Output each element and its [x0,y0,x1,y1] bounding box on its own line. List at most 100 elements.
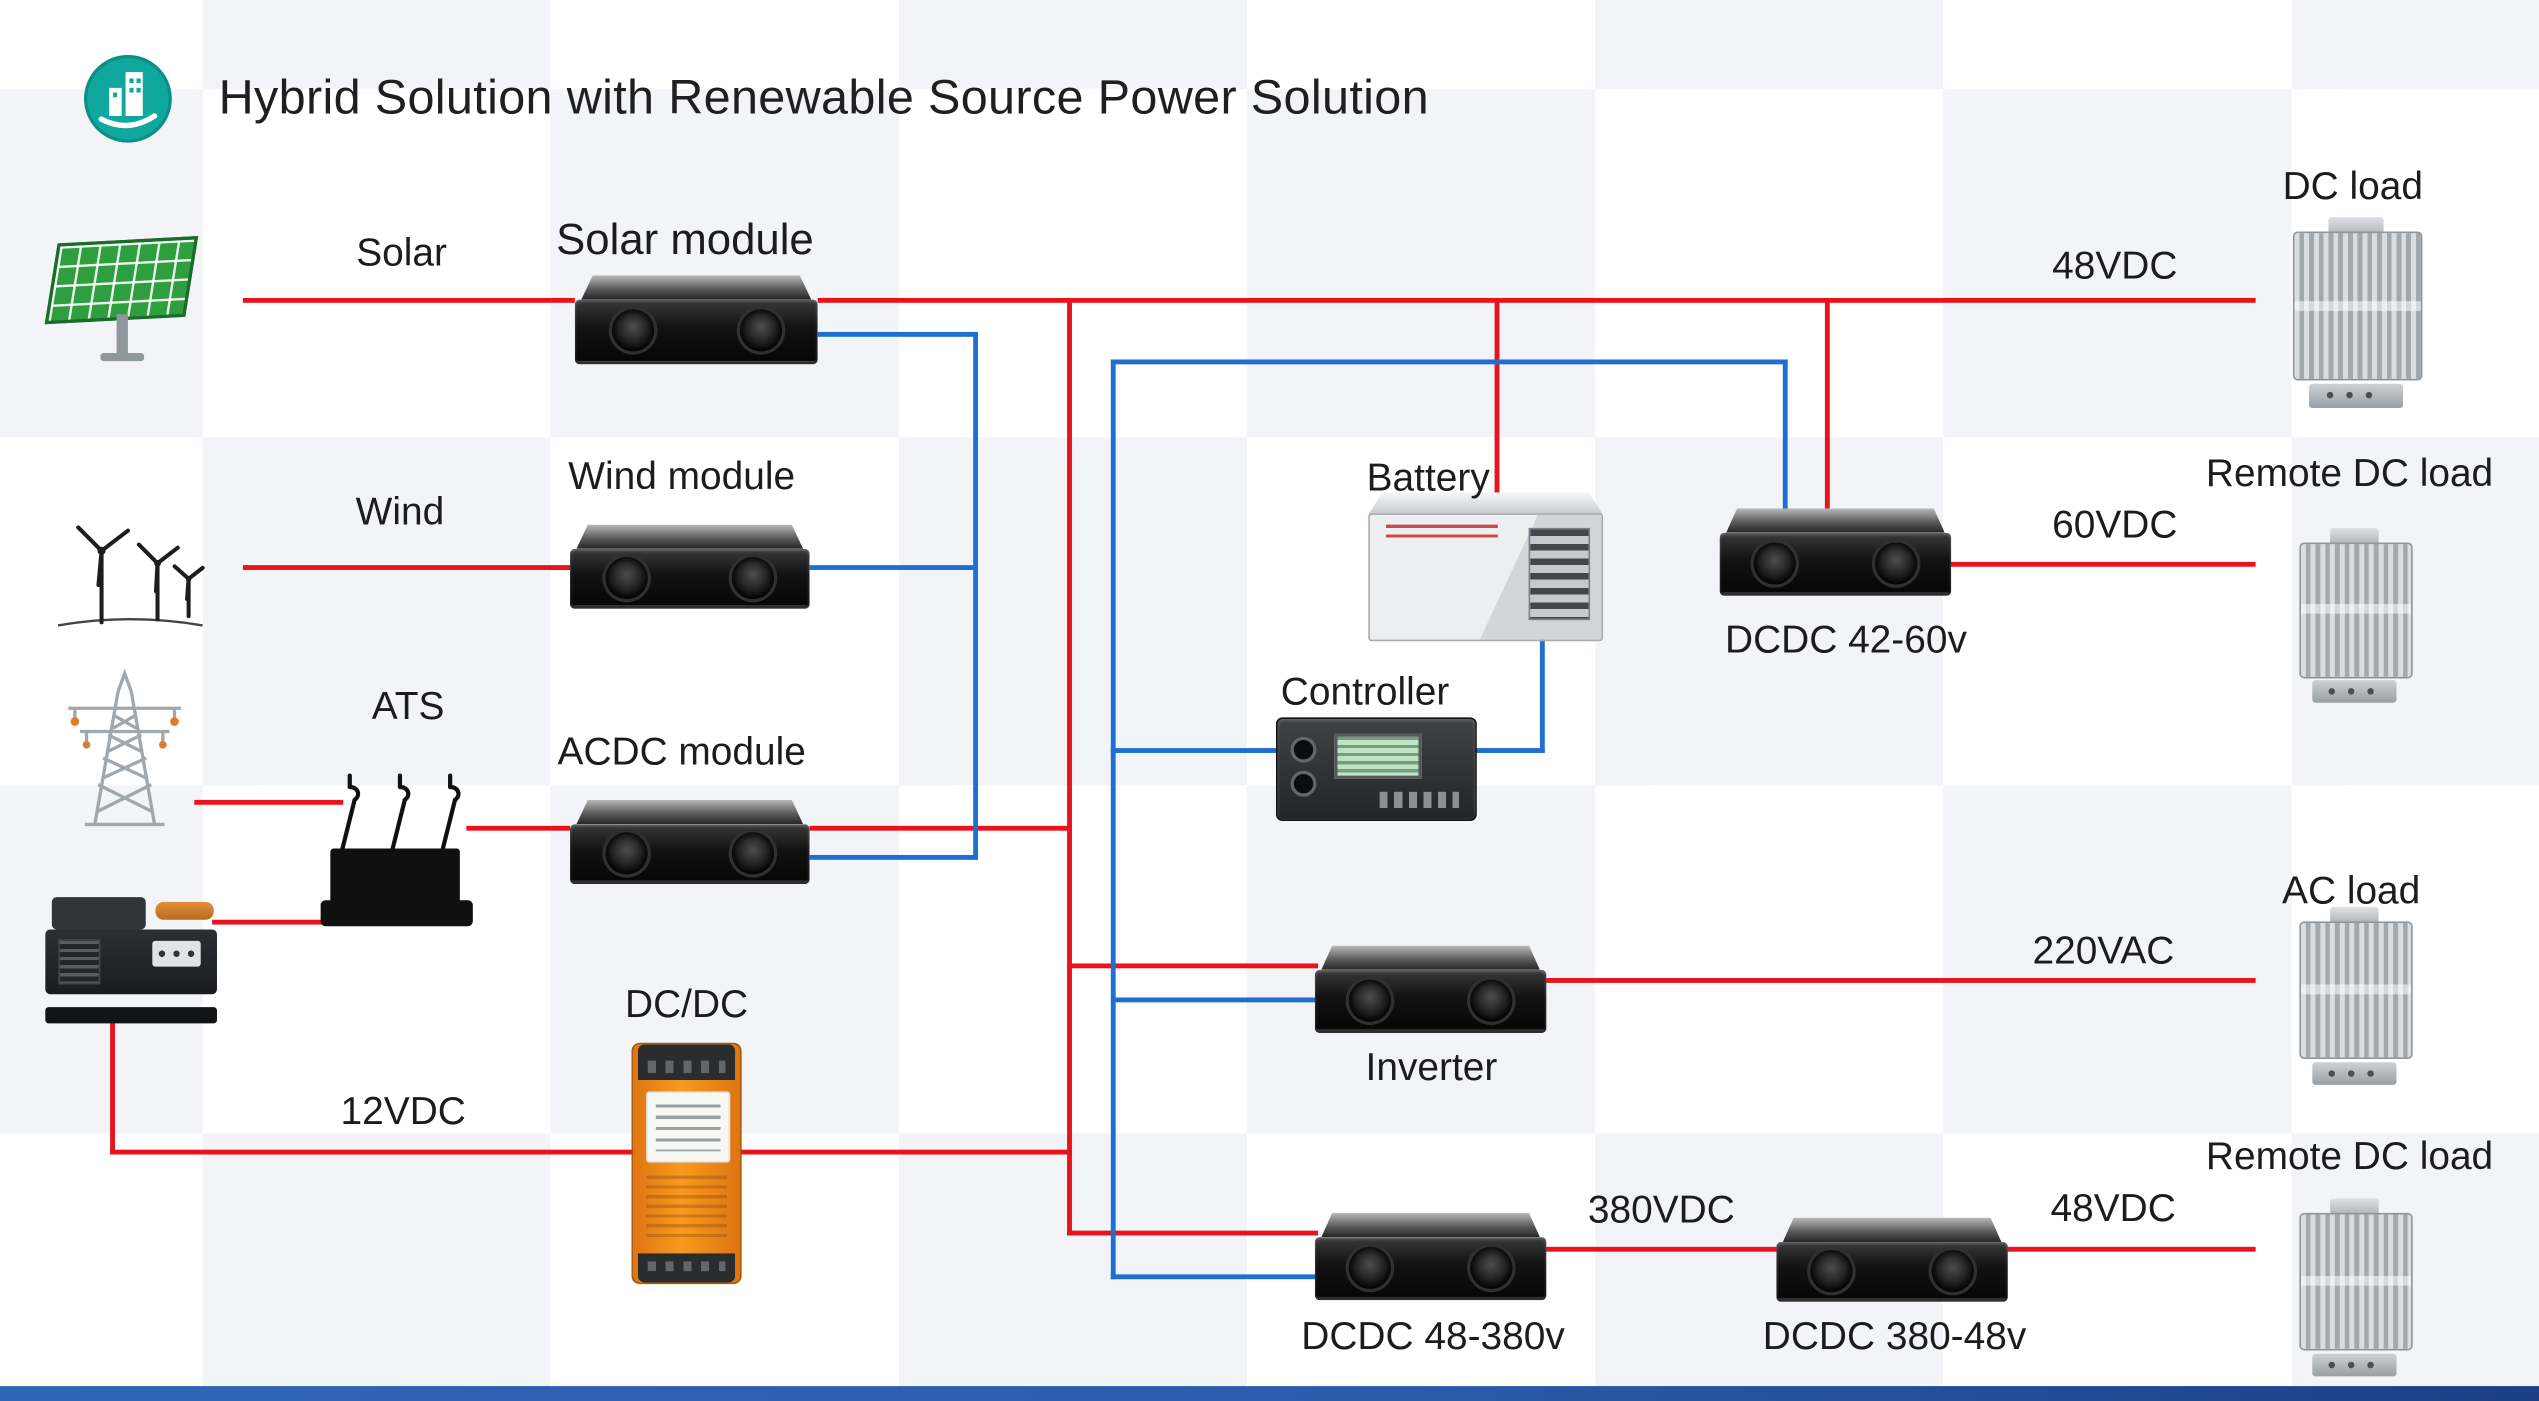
ats-device [320,771,480,943]
dcdc-42-60-label: DCDC 42-60v [1725,618,1967,663]
voltage-60vdc-label: 60VDC [2052,503,2178,548]
battery-device [1368,492,1604,642]
wire-windmodule-blue [809,565,977,570]
controller-label: Controller [1280,670,1450,715]
wire-wind-to-windmodule [242,565,570,570]
rack-top-face [1321,945,1540,970]
voltage-380vdc-label: 380VDC [1587,1188,1735,1233]
rru-mount [2330,527,2379,544]
wire-dcdc38048-to-remoteload-48vdc [2004,1246,2256,1252]
rru-heatsink [2299,541,2413,678]
rru-connectors [2308,383,2404,409]
acdc-module-device [569,799,810,885]
wire-inverter-to-acload-220vac [1543,978,2256,983]
rru-mount [2330,1198,2379,1215]
wire-blue-bus-top [1110,359,1788,365]
wire-dcdc48380-to-dcdc38048-380vdc [1543,1246,1780,1252]
company-logo-icon [84,54,172,143]
rack-front-panel [1776,1241,2008,1302]
ats-body [330,848,460,907]
wire-generator-to-ats [212,919,329,925]
rack-top-face [576,799,804,825]
dcdc-380-48-label: DCDC 380-48v [1762,1314,2027,1359]
voltage-48vdc-bottom-label: 48VDC [2050,1186,2176,1231]
rack-top-face [1726,508,1945,533]
rru-heatsink [2293,232,2422,381]
wind-module-label: Wind module [568,455,796,499]
wire-dcdc-to-bus [733,1149,1072,1155]
wire-dc-bus-top-48vdc [817,297,2256,303]
page-title: Hybrid Solution with Renewable Source Po… [218,71,1429,125]
rack-top-face [581,275,812,300]
utility-tower-icon [68,668,182,827]
wire-ats-to-acdcmodule [466,825,570,831]
battery-top-face [1368,492,1604,515]
wire-bus-to-dcdc4260-blue [1782,359,1788,515]
psu-label-plate [645,1092,731,1162]
solar-panel-grid [44,236,199,325]
wire-dcdc4260-to-remoteload-60vdc [1947,561,2256,567]
wire-bus-to-dcdc48380-red [1067,1230,1319,1236]
dc-load-unit [2288,216,2424,409]
battery-label: Battery [1366,456,1490,501]
voltage-12vdc-label: 12VDC [340,1089,466,1134]
wire-bus-to-controller [1110,748,1280,753]
psu-terminal-bottom [637,1253,736,1283]
wire-controller-to-battery-v [1539,636,1545,753]
rack-top-face [1782,1217,2002,1242]
footer-bar [0,1386,2539,1401]
wire-bus-to-inverter-blue [1110,997,1319,1003]
psu-terminal-top [637,1044,736,1081]
wire-blue-bus-drop [1110,359,1116,1280]
wire-12vdc-to-dcdc [110,1149,635,1155]
rack-top-face [576,524,804,549]
rack-front-panel [574,299,818,365]
solar-source-label: Solar [356,231,447,276]
ats-label: ATS [371,684,445,729]
rru-heatsink [2299,921,2413,1060]
wire-tower-to-ats [194,799,344,805]
generator-body [45,929,217,995]
rru-connectors [2312,1061,2397,1085]
rru-connectors [2312,680,2397,703]
remote-dc-load-bottom-unit [2294,1198,2414,1377]
voltage-48vdc-top-label: 48VDC [2052,244,2178,289]
rack-top-face [1321,1212,1540,1238]
solar-module-device [574,275,818,365]
inverter-device [1314,945,1547,1034]
dcdc-48-380-label: DCDC 48-380v [1301,1314,1565,1359]
rru-mount [2328,216,2384,235]
dcdc-converter-label: DC/DC [625,982,749,1027]
rru-heatsink [2299,1212,2413,1352]
rack-front-panel [1314,1237,1547,1301]
wire-controller-to-battery-h [1470,748,1545,753]
wind-module-device [569,524,810,609]
remote-dc-load-bottom-label: Remote DC load [2205,1135,2494,1179]
dc-dc-converter-device [631,1042,742,1285]
wire-bus-to-dcdc48380-blue [1110,1274,1319,1280]
ats-base [320,900,473,927]
solar-module-label: Solar module [556,215,814,264]
wire-red-bus-drop [1067,297,1072,1236]
wire-bus-to-battery [1494,301,1500,509]
wire-module-blue-drop [973,331,979,860]
ac-load-unit [2294,906,2414,1085]
wire-solar-to-solarmodule [242,297,575,303]
rack-front-panel [569,824,810,885]
inverter-label: Inverter [1365,1046,1498,1090]
wind-turbines-icon [57,525,205,627]
rru-mount [2330,906,2379,923]
generator-engine [51,897,146,930]
dc-load-label: DC load [2282,165,2423,209]
dcdc-380-48-device [1776,1217,2008,1302]
generator-icon [45,891,217,1024]
ac-load-label: AC load [2282,869,2421,914]
wire-acdcmodule-blue [809,854,977,860]
controller-ports [1293,740,1314,760]
battery-front-panel [1368,513,1604,642]
dcdc-42-60-device [1719,508,1952,596]
solar-panel-pole [100,314,145,362]
wire-acdcmodule-to-bus [809,825,1072,831]
